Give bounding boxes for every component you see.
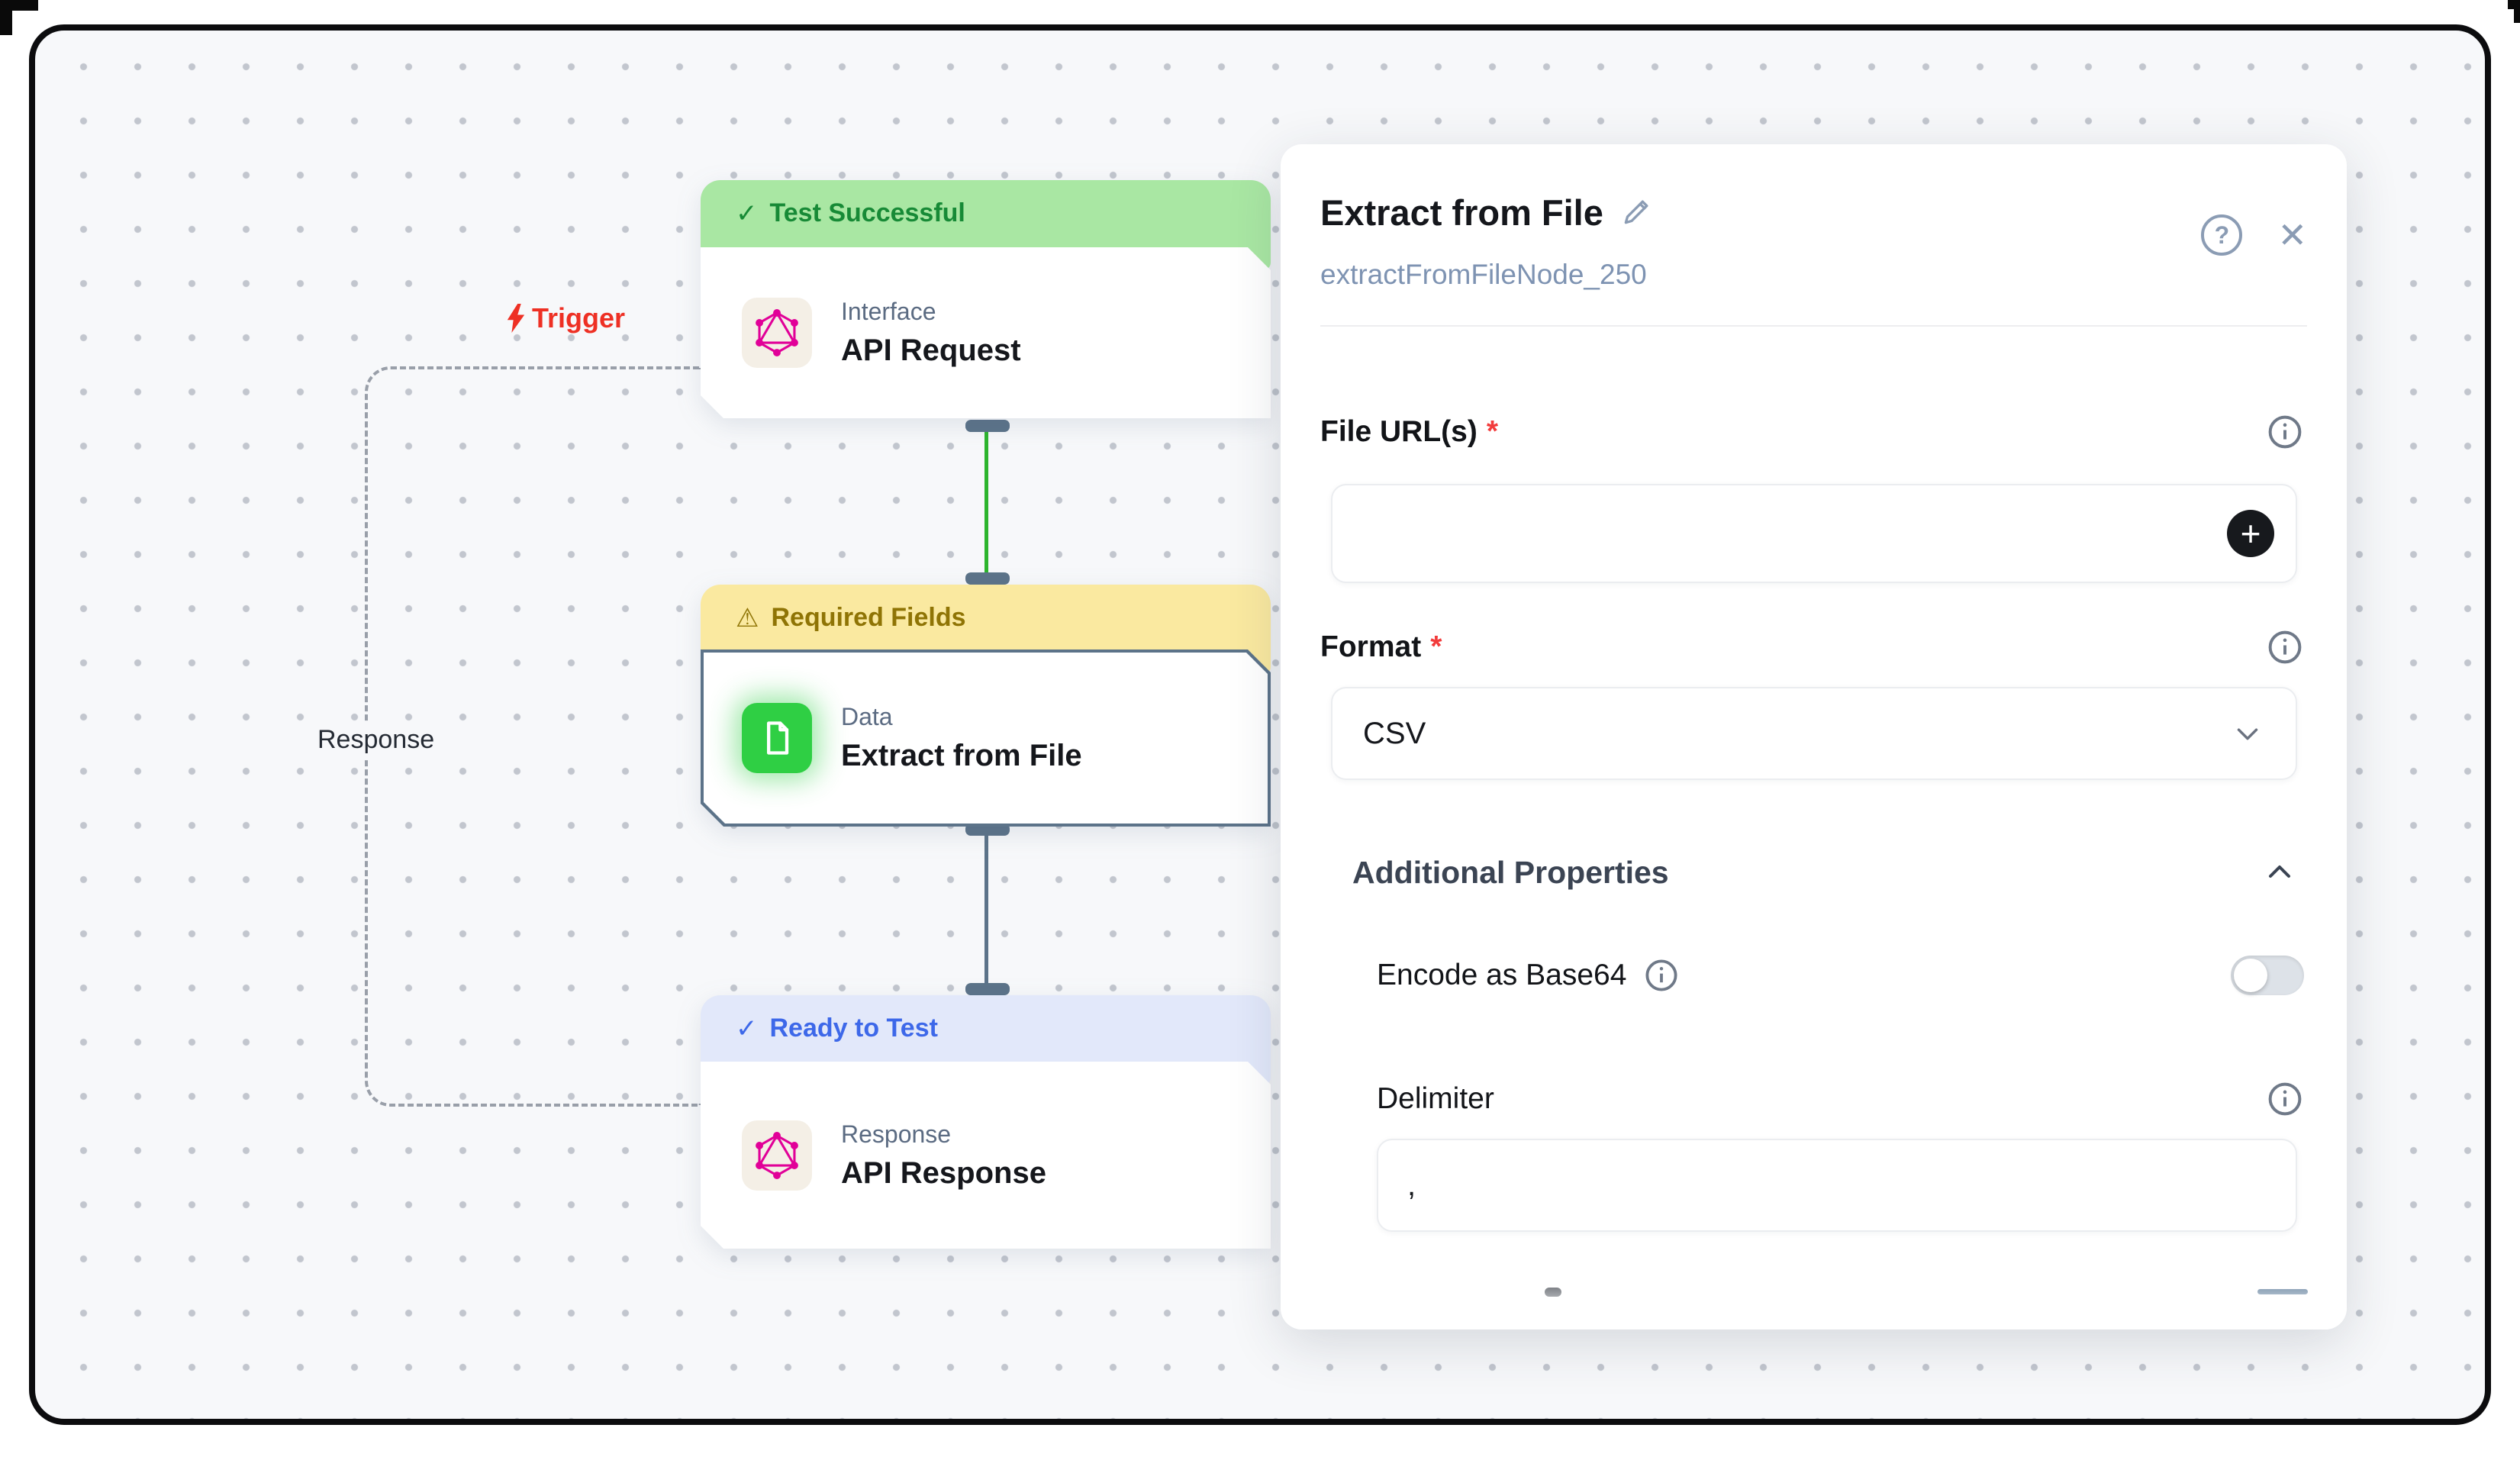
node-card[interactable]: Interface API Request bbox=[701, 247, 1271, 418]
crop-mark-top-left-2 bbox=[0, 0, 12, 35]
additional-properties-header[interactable]: Additional Properties bbox=[1352, 854, 2298, 891]
graphql-icon bbox=[742, 298, 812, 368]
check-icon: ✓ bbox=[736, 1014, 758, 1043]
node-config-panel: Extract from File ? ✕ extractFromFileNod… bbox=[1281, 144, 2347, 1330]
info-icon[interactable] bbox=[1643, 957, 1680, 994]
edit-title-icon[interactable] bbox=[1620, 195, 1654, 232]
node-status-text: Test Successful bbox=[769, 198, 965, 227]
chevron-down-icon bbox=[2230, 716, 2265, 751]
help-icon[interactable]: ? bbox=[2201, 214, 2243, 256]
file-urls-label: File URL(s) bbox=[1320, 415, 1478, 448]
delimiter-label: Delimiter bbox=[1377, 1082, 1494, 1115]
add-file-url-button[interactable]: + bbox=[2227, 510, 2274, 557]
node-extract-from-file[interactable]: ⚠ Required Fields Data Extract from File bbox=[701, 585, 1271, 851]
file-urls-input[interactable] bbox=[1331, 484, 2297, 583]
divider bbox=[1320, 325, 2307, 327]
trigger-label: Trigger bbox=[506, 302, 625, 334]
encode-base64-label: Encode as Base64 bbox=[1377, 959, 1627, 991]
node-api-request[interactable]: ✓ Test Successful bbox=[701, 180, 1271, 443]
format-select[interactable]: CSV bbox=[1331, 687, 2297, 780]
node-category: Interface bbox=[841, 298, 936, 325]
warning-icon: ⚠ bbox=[736, 604, 759, 633]
info-icon[interactable] bbox=[2266, 1080, 2304, 1118]
delimiter-input[interactable] bbox=[1377, 1139, 2297, 1232]
node-title: Extract from File bbox=[841, 739, 1082, 772]
chevron-up-icon[interactable] bbox=[2261, 854, 2298, 891]
port-api-request-output[interactable] bbox=[965, 420, 1010, 432]
encode-base64-toggle[interactable] bbox=[2231, 956, 2304, 995]
graphql-icon bbox=[742, 1120, 812, 1191]
close-icon[interactable]: ✕ bbox=[2277, 215, 2307, 255]
info-icon[interactable] bbox=[2266, 413, 2304, 451]
file-urls-row: File URL(s) * bbox=[1320, 413, 2304, 451]
node-status-text: Ready to Test bbox=[769, 1014, 938, 1043]
trigger-label-text: Trigger bbox=[532, 302, 626, 334]
required-asterisk: * bbox=[1486, 415, 1499, 448]
edge-api-request-to-extract[interactable] bbox=[984, 424, 988, 586]
check-icon: ✓ bbox=[736, 199, 758, 228]
panel-title: Extract from File bbox=[1320, 192, 1603, 233]
crop-mark-top-right-2 bbox=[2514, 0, 2520, 23]
node-api-response[interactable]: ✓ Ready to Test bbox=[701, 995, 1271, 1249]
edge-extract-to-api-response[interactable] bbox=[984, 830, 988, 998]
panel-header: Extract from File ? ✕ bbox=[1320, 192, 2307, 256]
required-asterisk: * bbox=[1430, 630, 1442, 663]
node-title: API Response bbox=[841, 1156, 1046, 1190]
node-card-selected[interactable]: Data Extract from File bbox=[701, 649, 1271, 827]
format-label: Format bbox=[1320, 630, 1422, 663]
toggle-knob bbox=[2234, 959, 2267, 992]
port-extract-output[interactable] bbox=[965, 824, 1010, 836]
node-title: API Request bbox=[841, 334, 1021, 367]
file-icon bbox=[742, 703, 812, 773]
format-selected-value: CSV bbox=[1363, 716, 1426, 750]
node-category: Response bbox=[841, 1120, 952, 1148]
panel-scroll-fade bbox=[1281, 1276, 2347, 1330]
port-extract-input[interactable] bbox=[965, 572, 1010, 585]
response-edge-label: Response bbox=[310, 722, 443, 758]
info-icon[interactable] bbox=[2266, 628, 2304, 666]
node-category: Data bbox=[841, 703, 893, 730]
encode-base64-row: Encode as Base64 bbox=[1377, 956, 2304, 995]
delimiter-row: Delimiter bbox=[1377, 1080, 2304, 1118]
node-card[interactable]: Response API Response bbox=[701, 1062, 1271, 1249]
additional-properties-title: Additional Properties bbox=[1352, 854, 1669, 890]
node-status-text: Required Fields bbox=[771, 603, 966, 632]
workflow-canvas[interactable]: Response Trigger ✓ Test Successful bbox=[29, 24, 2491, 1425]
port-api-response-input[interactable] bbox=[965, 983, 1010, 995]
node-id-label: extractFromFileNode_250 bbox=[1320, 259, 1647, 290]
lightning-bolt-icon bbox=[506, 304, 526, 333]
format-row: Format * bbox=[1320, 628, 2304, 666]
